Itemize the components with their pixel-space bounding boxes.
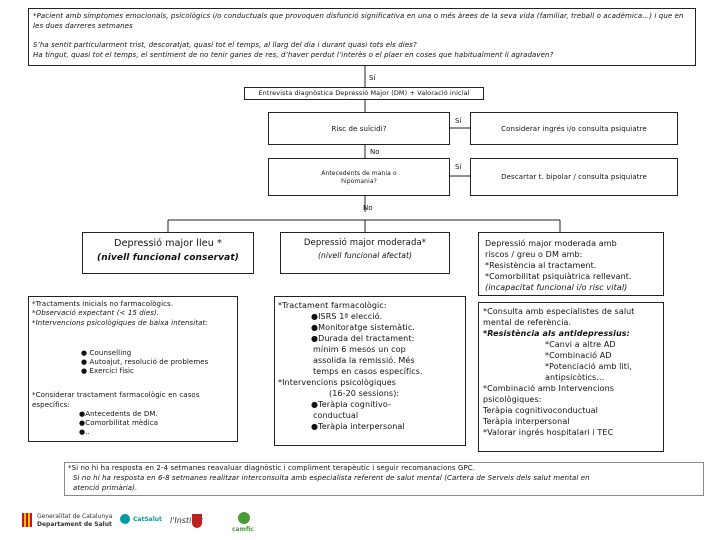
institut-name: l'Institut [170,516,203,525]
moderate-b3b: mínim 6 mesos un cop [313,345,406,354]
moderate-b2: ●Monitoratge sistemàtic. [311,323,415,332]
severe-title-box: Depressió major moderada amb riscos / gr… [478,232,664,296]
mild-content-box: *Tractaments inicials no farmacològics. … [28,296,238,442]
severe-title-3: *Resistència al tractament. [485,261,597,270]
moderate-title-box: Depressió major moderada* (nivell funcio… [280,232,450,274]
mild-b2: ● Autoajut, resolució de problemes [81,358,209,366]
mild-b5: ●Comorbilitat mèdica [79,419,159,427]
mild-b6: ●.. [79,428,90,436]
mild-b4: ●Antecedents de DM. [79,410,158,418]
severe-b3b: antipsicòtics... [545,373,605,382]
intro-box: *Pacient amb símptomes emocionals, psico… [28,8,696,66]
mild-title: Depressió major lleu * [114,238,222,249]
yes-label-1: Sí [369,74,376,82]
mild-title-box: Depressió major lleu * (nivell funcional… [82,232,254,274]
camfic-emblem [238,512,250,524]
severe-p3b: psicològiques: [483,395,542,404]
camfic-logo: camfic [230,512,270,536]
severe-p1b: mental de referència. [483,318,572,327]
gencat-emblem [22,513,32,527]
yes-label-2: Sí [455,117,462,125]
moderate-p1: *Tractament farmacològic: [278,301,387,310]
severe-p3: *Combinació amb Intervencions [483,384,615,393]
severe-title-1: Depressió major moderada amb [485,239,617,248]
moderate-b1: ●ISRS 1ª elecció. [311,312,383,321]
moderate-p2b: (16-20 sessions): [329,389,400,398]
mild-b3: ● Exercici físic [81,367,134,375]
camfic-name: camfic [232,526,254,533]
catsalut-emblem [120,514,130,524]
catsalut-name: CatSalut [133,516,162,523]
mania-action-text: Descartar t. bipolar / consulta psiquiat… [501,173,647,181]
mania-question-text: Antecedents de mania o hipomania? [321,170,397,185]
severe-b1: *Canvi a altre AD [545,340,616,349]
severe-p1: *Consulta amb especialistes de salut [483,307,635,316]
yes-label-3: Sí [455,163,462,171]
moderate-title: Depressió major moderada* [303,238,427,248]
footnote-line-2: Si no hi ha resposta en 6-8 setmanes rea… [73,474,590,482]
diagnosis-box: Entrevista diagnòstica Depressió Major (… [244,87,484,100]
moderate-b3: ●Durada del tractament: [311,334,415,343]
crest-logo [192,514,202,528]
severe-p4: *Valorar ingrés hospitalari i TEC [483,428,614,437]
moderate-b4: ●Teràpia cognitivo- [311,400,391,409]
gencat-logo: Generalitat de Catalunya Departament de … [22,512,112,534]
no-label-2: No [363,204,373,212]
severe-p3c: Teràpia cognitivoconductual [483,406,598,415]
moderate-content-box: *Tractament farmacològic: ●ISRS 1ª elecc… [274,296,466,446]
moderate-p2: *Intervencions psicològiques [278,378,397,387]
suicide-action-text: Considerar ingrés i/o consulta psiquiatr… [501,125,647,133]
footnote-line-1: *Si no hi ha resposta en 2-4 setmanes re… [68,464,476,472]
mild-b1: ● Counselling [81,349,132,357]
mania-action-box: Descartar t. bipolar / consulta psiquiat… [470,158,678,196]
suicide-question-text: Risc de suïcidi? [331,125,387,133]
footnote-line-3: atenció primària). [73,484,138,492]
footnote-box: *Si no hi ha resposta en 2-4 setmanes re… [64,462,704,496]
moderate-b4b: conductual [313,411,359,420]
severe-b2: *Combinació AD [545,351,612,360]
suicide-question-box: Risc de suïcidi? [268,112,450,145]
mild-p3: *Intervencions psicològiques de baixa in… [32,319,208,327]
mild-p4: *Considerar tractament farmacològic en c… [32,391,200,409]
severe-b3: *Potenciació amb liti, [545,362,633,371]
severe-p3d: Teràpia interpersonal [483,417,570,426]
catsalut-logo: CatSalut [120,512,170,534]
gencat-department: Departament de Salut [37,521,112,528]
mild-p1: *Tractaments inicials no farmacològics. [32,300,174,308]
moderate-b3d: temps en casos específics. [313,367,423,376]
mild-subtitle: (nivell funcional conservat) [97,253,239,263]
gencat-name: Generalitat de Catalunya [37,513,113,520]
mild-p2: *Observació expectant (< 15 dies). [32,309,160,317]
moderate-subtitle: (nivell funcional afectat) [317,251,413,260]
severe-p2: *Resistència als antidepressius: [483,329,630,338]
institut-logo: l'Institut [170,512,220,534]
intro-line-2: S’ha sentit particularment trist, descor… [33,41,417,49]
moderate-b5: ●Teràpia interpersonal [311,422,405,431]
mania-question-box: Antecedents de mania o hipomania? [268,158,450,196]
intro-line-3: Ha tingut, quasi tot el temps, el sentim… [33,51,554,59]
intro-line-1: *Pacient amb símptomes emocionals, psico… [33,12,684,30]
moderate-b3c: assolida la remissió. Més [313,356,415,365]
diagnosis-text: Entrevista diagnòstica Depressió Major (… [258,89,470,97]
no-label-1: No [370,148,380,156]
suicide-action-box: Considerar ingrés i/o consulta psiquiatr… [470,112,678,145]
severe-title-5: (incapacitat funcional i/o risc vital) [485,283,628,292]
severe-title-2: riscos / greu o DM amb: [485,250,583,259]
severe-content-box: *Consulta amb especialistes de salut men… [478,302,664,452]
severe-title-4: *Comorbilitat psiquiàtrica rellevant. [485,272,632,281]
